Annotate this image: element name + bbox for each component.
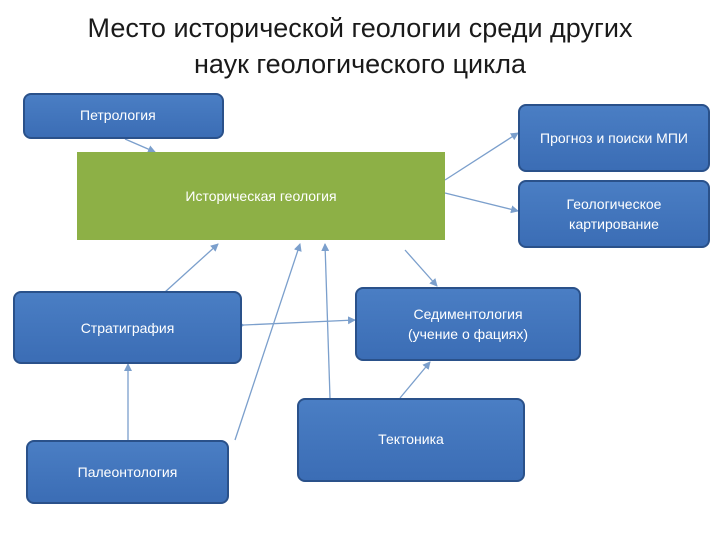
arrow-tectonics-to-historical-1 (234, 243, 302, 441)
title-line-1: Место исторической геологии среди других (87, 13, 633, 43)
node-paleontology: Палеонтология (26, 440, 229, 504)
title-line-2: наук геологического цикла (193, 49, 527, 79)
node-petrology: Петрология (23, 93, 224, 139)
node-paleontology-label: Палеонтология (77, 464, 178, 480)
node-stratigraphy-label: Стратиграфия (80, 319, 175, 336)
slide-title: Место исторической геологии среди других… (0, 10, 720, 82)
node-tectonics-label: Тектоника (378, 431, 444, 447)
arrow-historical-to-mapping (444, 192, 519, 214)
arrow-stratigraphy-to-historical (164, 243, 219, 293)
arrow-tectonics-to-sedimentology (399, 361, 431, 399)
node-forecast: Прогноз и поиски МПИ (518, 104, 710, 172)
node-tectonics: Тектоника (297, 398, 525, 482)
node-mapping-label: Геологическое картирование (566, 196, 662, 232)
node-mapping: Геологическое картирование (518, 180, 710, 248)
arrow-historical-to-forecast (444, 132, 519, 181)
arrow-sedimentology-to-mapping (404, 249, 438, 287)
node-sedimentology-label: Седиментология (учение о фациях) (407, 306, 529, 342)
node-sedimentology: Седиментология (учение о фациях) (355, 287, 581, 361)
node-historical-geology: Историческая геология (77, 152, 445, 240)
node-stratigraphy: Стратиграфия (13, 291, 242, 364)
node-petrology-label: Петрология (80, 107, 156, 123)
arrow-stratigraphy-sedimentology (236, 316, 356, 330)
node-forecast-label: Прогноз и поиски МПИ (540, 130, 688, 146)
arrow-petrology-to-historical (124, 138, 156, 153)
node-historical-geology-label: Историческая геология (185, 188, 337, 204)
